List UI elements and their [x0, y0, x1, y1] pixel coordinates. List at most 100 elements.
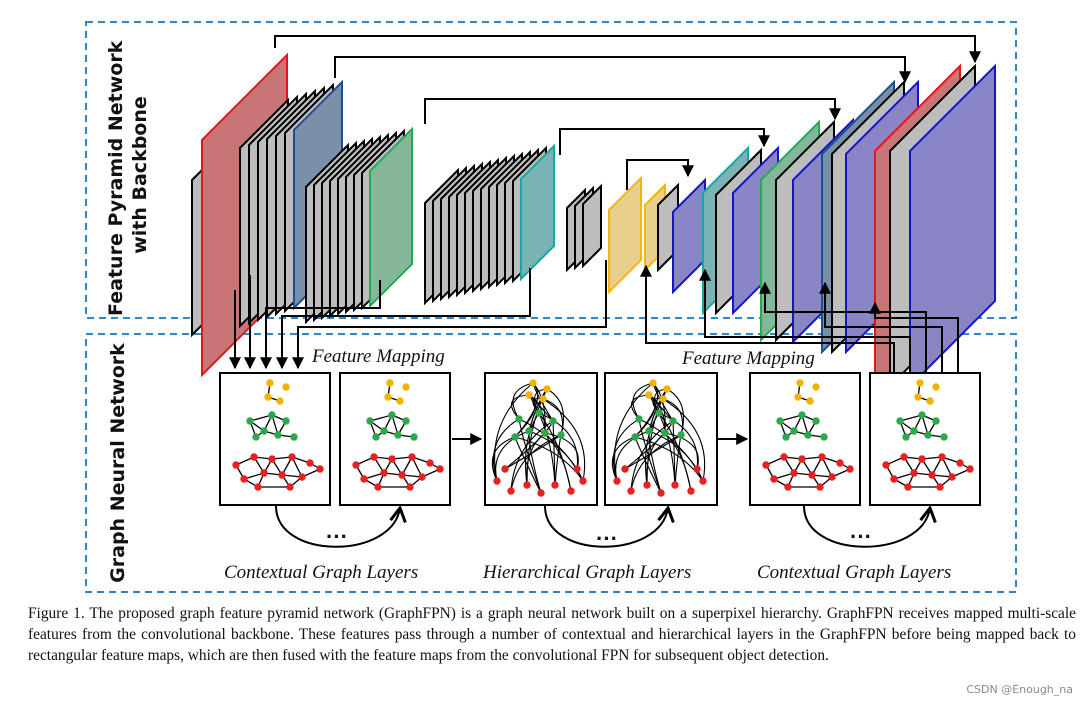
node-green [804, 431, 812, 439]
node-red [523, 481, 531, 489]
panel-contextual-2 [339, 372, 451, 506]
node-red [846, 465, 854, 473]
node-red [398, 471, 406, 479]
node-red [418, 473, 426, 481]
node-yellow [264, 393, 272, 401]
node-yellow [649, 379, 657, 387]
node-red [808, 471, 816, 479]
node-red [278, 471, 286, 479]
node-red [254, 483, 262, 491]
node-red [573, 465, 581, 473]
panel-contextual-1 [219, 372, 331, 506]
fpn-region-label: Feature Pyramid Network with Backbone [105, 34, 151, 316]
node-red [643, 481, 651, 489]
node-red [918, 455, 926, 463]
node-green [380, 427, 388, 435]
node-yellow [812, 383, 820, 391]
node-yellow [926, 397, 934, 405]
node-red [268, 455, 276, 463]
node-red [938, 453, 946, 461]
node-red [780, 453, 788, 461]
node-green [260, 427, 268, 435]
node-green [782, 433, 790, 441]
node-green [290, 433, 298, 441]
node-red [579, 477, 587, 485]
node-yellow [525, 391, 533, 399]
node-green [366, 417, 374, 425]
node-yellow [914, 393, 922, 401]
node-red [551, 481, 559, 489]
node-red [818, 453, 826, 461]
node-green [282, 417, 290, 425]
node-red [426, 459, 434, 467]
node-green [252, 433, 260, 441]
node-green [268, 411, 276, 419]
enc-stage4-2 [582, 183, 602, 269]
node-red [537, 489, 545, 497]
node-red [374, 483, 382, 491]
node-yellow [796, 379, 804, 387]
node-yellow [402, 383, 410, 391]
node-green [902, 433, 910, 441]
node-green [798, 411, 806, 419]
node-red [501, 465, 509, 473]
ellipsis-mid: ··· [596, 526, 618, 551]
node-red [388, 455, 396, 463]
node-green [525, 427, 533, 435]
node-green [932, 417, 940, 425]
node-yellow [282, 383, 290, 391]
node-yellow [384, 393, 392, 401]
node-yellow [539, 395, 547, 403]
enc-stage3-12 [520, 143, 555, 282]
node-red [360, 475, 368, 483]
ellipsis-left: ··· [326, 524, 348, 549]
node-red [613, 477, 621, 485]
node-red [298, 473, 306, 481]
node-red [627, 487, 635, 495]
node-red [406, 483, 414, 491]
node-yellow [276, 397, 284, 405]
dec-stage5-c [909, 63, 996, 389]
node-yellow [386, 379, 394, 387]
node-red [493, 477, 501, 485]
node-green [661, 429, 669, 437]
gnn-region-border [85, 333, 1017, 593]
node-red [948, 473, 956, 481]
node-red [904, 483, 912, 491]
node-red [671, 481, 679, 489]
contextual-layers-label-right: Contextual Graph Layers [757, 562, 951, 583]
graph-panels [219, 372, 981, 506]
feature-mapping-label-left: Feature Mapping [311, 346, 445, 367]
node-green [541, 429, 549, 437]
node-red [900, 453, 908, 461]
feature-maps [191, 52, 996, 389]
node-red [882, 461, 890, 469]
node-yellow [543, 385, 551, 393]
node-red [836, 459, 844, 467]
watermark: CSDN @Enough_na [966, 683, 1073, 696]
panel-hierarchical-2 [604, 372, 718, 506]
node-yellow [529, 379, 537, 387]
node-green [394, 431, 402, 439]
node-yellow [806, 397, 814, 405]
node-red [408, 453, 416, 461]
node-yellow [916, 379, 924, 387]
node-red [370, 453, 378, 461]
node-red [762, 461, 770, 469]
node-green [635, 415, 643, 423]
node-green [402, 417, 410, 425]
node-yellow [645, 391, 653, 399]
node-yellow [794, 393, 802, 401]
node-green [918, 411, 926, 419]
feature-mapping-label-right: Feature Mapping [681, 348, 815, 369]
node-red [790, 469, 798, 477]
node-yellow [932, 383, 940, 391]
node-green [820, 433, 828, 441]
node-green [246, 417, 254, 425]
node-red [621, 465, 629, 473]
node-green [388, 411, 396, 419]
node-green [812, 417, 820, 425]
node-green [669, 417, 677, 425]
node-red [816, 483, 824, 491]
